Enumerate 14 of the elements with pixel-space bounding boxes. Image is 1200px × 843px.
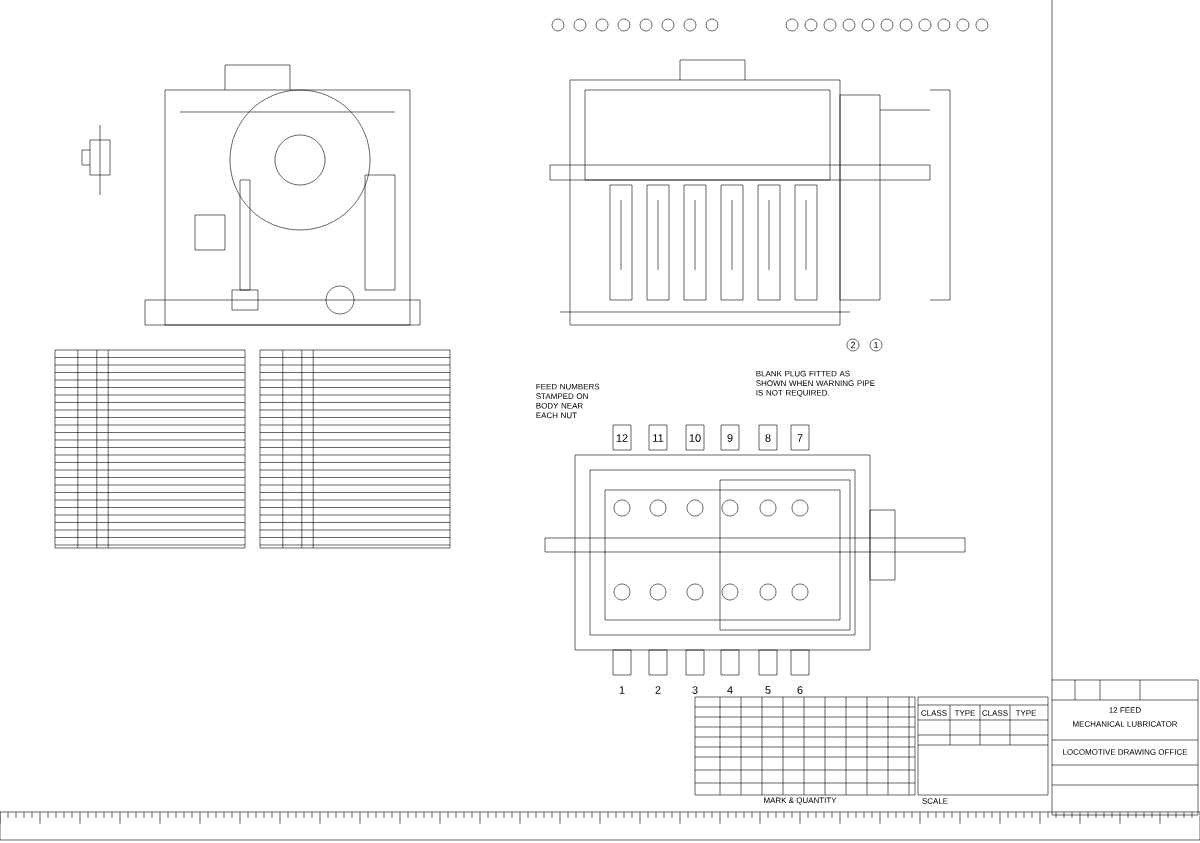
feed-number: 9 — [727, 434, 733, 442]
feed-number: 5 — [765, 686, 771, 694]
feed-number: 12 — [616, 434, 628, 442]
feed-number: 3 — [692, 686, 698, 694]
feed-number: 7 — [797, 434, 803, 442]
feed-number: 1 — [619, 686, 625, 694]
feed-number: 8 — [765, 434, 771, 442]
callout-number: 2 — [846, 338, 860, 352]
callout-number: 1 — [869, 338, 883, 352]
feed-number: 11 — [653, 434, 664, 442]
feed-number: 6 — [797, 686, 803, 694]
feed-number: 4 — [727, 686, 733, 694]
feed-number: 10 — [689, 434, 701, 442]
feed-number: 2 — [655, 686, 661, 694]
